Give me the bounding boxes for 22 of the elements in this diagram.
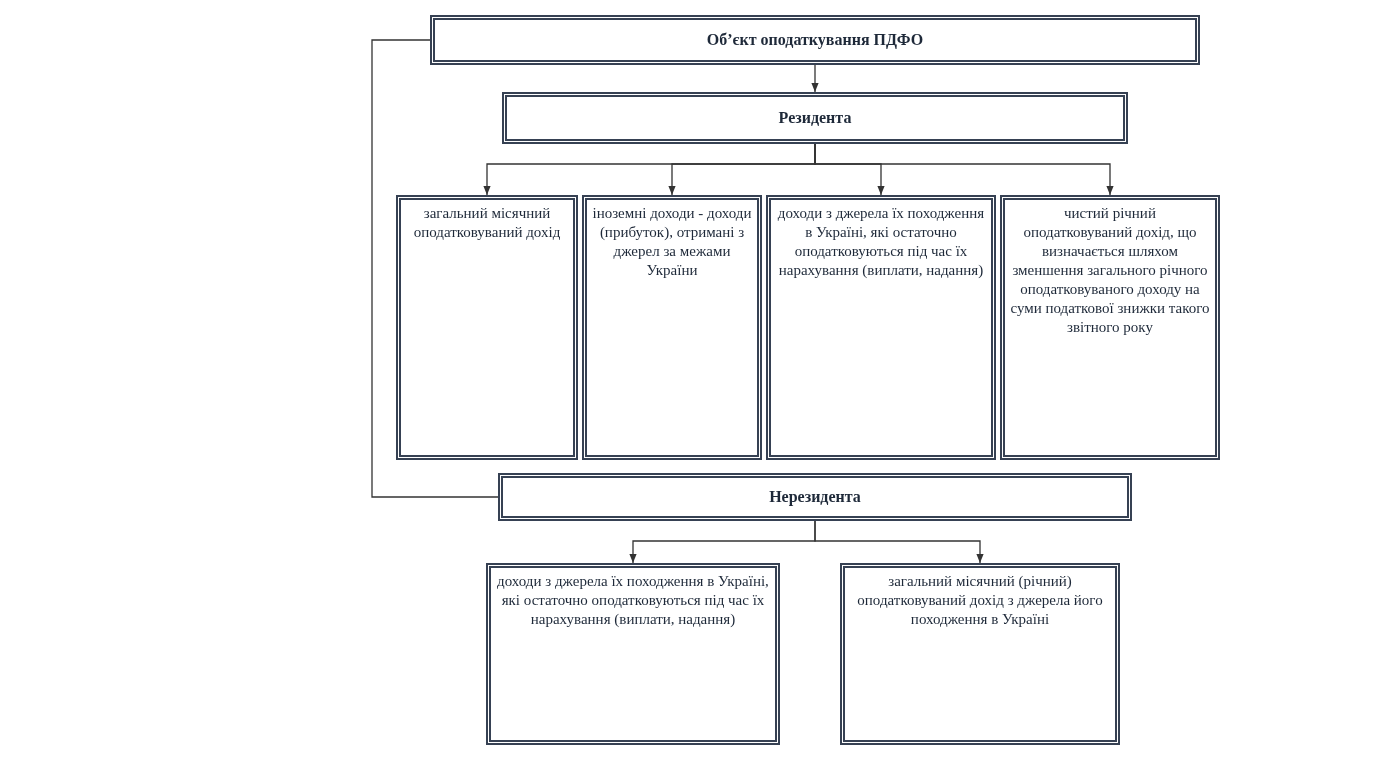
arrow [814, 520, 984, 564]
box-heading: Об’єкт оподаткування ПДФО [706, 30, 924, 51]
text-box [396, 195, 578, 460]
box-heading: Резидента [778, 108, 852, 128]
box-text: загальний місячний оподатковуваний дохід [412, 204, 562, 242]
arrow [814, 143, 1114, 196]
text-box [1000, 195, 1220, 460]
box-text: доходи з джерела їх походження в Україні, які остаточно оподатковуються під час їх нарахування (виплати, надання) [776, 204, 986, 280]
text-box [766, 195, 996, 460]
box-text: доходи з джерела їх походження в Україні, які остаточно оподатковуються під час їх нарахування (виплати, надання) [496, 572, 770, 629]
connector-line [371, 39, 499, 498]
box-heading: Нерезидента [769, 487, 861, 508]
header-box [498, 473, 1132, 521]
text-box [840, 563, 1120, 745]
text-box [486, 563, 780, 745]
box-text: чистий річний оподатковуваний дохід, що визначається шляхом зменшення загального річного оподатковуваного доходу на суми податкової знижки такого звітного року [1009, 204, 1211, 337]
header-box [430, 15, 1200, 65]
arrow [811, 64, 819, 93]
box-text: іноземні доходи - доходи (прибуток), отримані з джерел за межами України [591, 204, 753, 280]
text-box [582, 195, 762, 460]
header-box [502, 92, 1128, 144]
box-text: загальний місячний (річний) оподатковуваний дохід з джерела його походження в Україні [856, 572, 1104, 629]
